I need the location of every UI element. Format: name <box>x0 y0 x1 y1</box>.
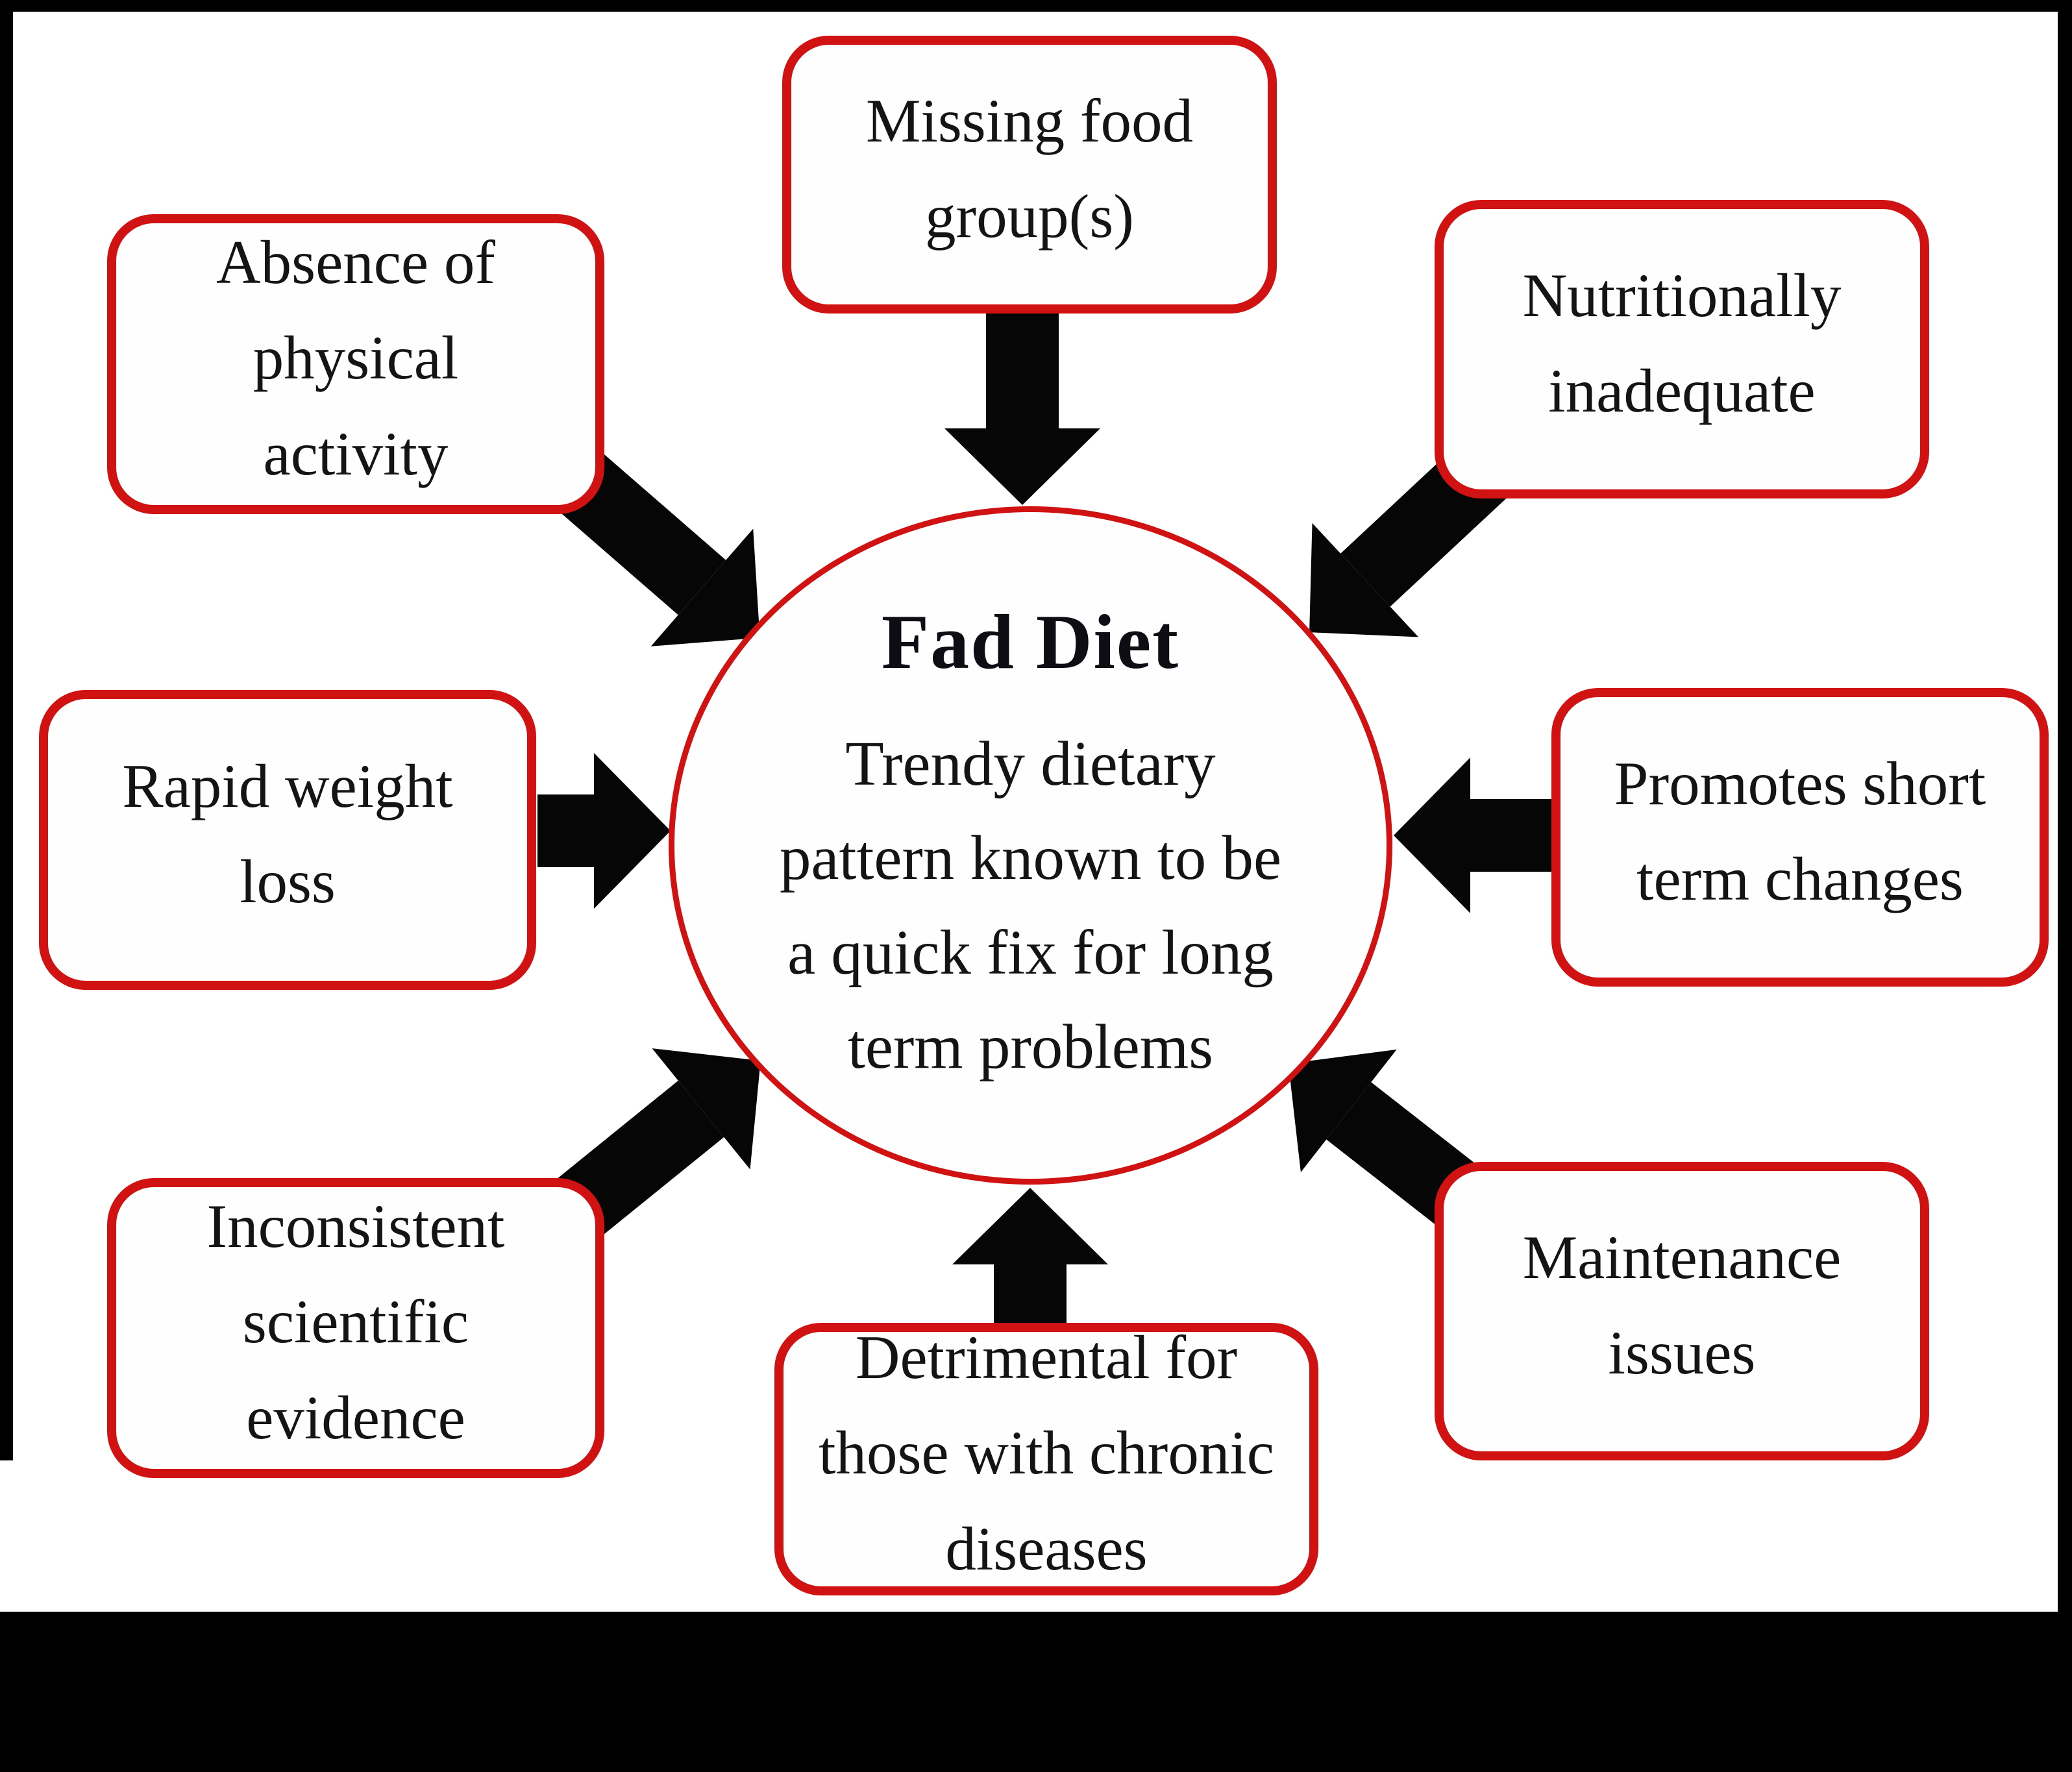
arrow-shaft <box>1470 799 1551 872</box>
arrow-from-detrimental-chronic <box>952 1188 1108 1325</box>
node-rapid-weight-loss: Rapid weight loss <box>39 690 536 990</box>
node-maintenance-issues: Maintenance issues <box>1435 1162 1929 1460</box>
arrow-head <box>944 428 1100 505</box>
arrow-head <box>594 753 671 909</box>
node-label: Nutritionally inadequate <box>1522 260 1842 425</box>
node-absence-physical-activity: Absence of physical activity <box>107 214 604 514</box>
node-label: Maintenance issues <box>1522 1222 1842 1387</box>
frame-top-strip <box>0 0 2072 12</box>
arrow-from-promotes-short-term <box>1394 757 1551 913</box>
node-label: Detrimental for those with chronic disea… <box>819 1323 1274 1583</box>
frame-right-strip <box>2058 0 2072 1612</box>
arrow-from-missing-food <box>944 314 1100 505</box>
arrow-head <box>952 1188 1108 1264</box>
arrow-from-rapid-weight-loss <box>537 753 671 909</box>
arrow-shaft <box>986 314 1059 428</box>
node-detrimental-chronic-diseases: Detrimental for those with chronic disea… <box>774 1323 1318 1595</box>
node-label: Absence of physical activity <box>216 228 495 488</box>
node-label: Promotes short term changes <box>1614 748 1986 913</box>
frame-left-strip <box>0 0 13 1460</box>
node-promotes-short-term-changes: Promotes short term changes <box>1551 688 2049 987</box>
arrow-head <box>1394 757 1470 913</box>
node-missing-food-groups: Missing food group(s) <box>782 36 1277 314</box>
center-description: Trendy dietary pattern known to be a qui… <box>779 728 1282 1082</box>
center-node-fad-diet: Fad Diet Trendy dietary pattern known to… <box>669 506 1392 1185</box>
node-label: Missing food group(s) <box>865 86 1194 251</box>
node-label: Rapid weight loss <box>122 751 453 916</box>
center-title: Fad Diet <box>881 598 1180 685</box>
node-label: Inconsistent scientific evidence <box>206 1192 505 1452</box>
node-inconsistent-scientific-evidence: Inconsistent scientific evidence <box>107 1178 604 1478</box>
arrow-shaft <box>537 794 594 867</box>
node-nutritionally-inadequate: Nutritionally inadequate <box>1435 200 1929 498</box>
frame-bottom-band <box>0 1612 2072 1772</box>
